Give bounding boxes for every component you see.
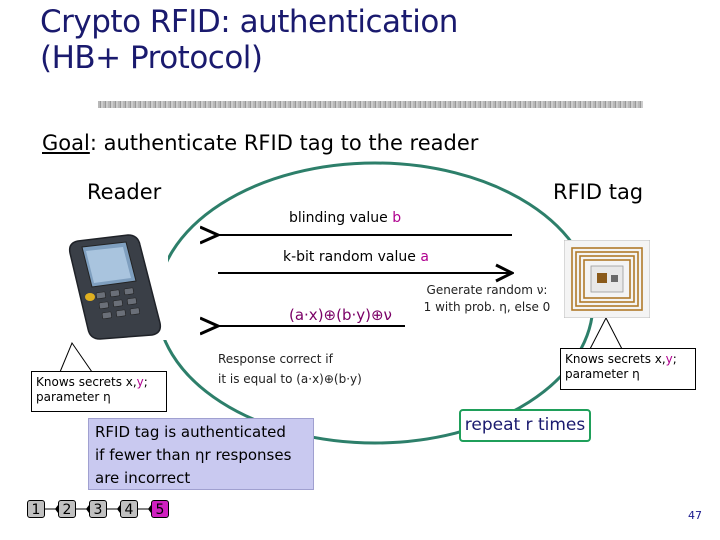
blinding-variable: b bbox=[392, 210, 402, 226]
repeat-box: repeat r times bbox=[459, 409, 591, 442]
result-line3: are incorrect bbox=[95, 469, 191, 487]
result-line2: if fewer than ηr responses bbox=[95, 446, 292, 464]
rfid-tag-label: RFID tag bbox=[553, 180, 644, 204]
rfid-reader-image bbox=[60, 233, 168, 340]
reader-secrets-text: Knows secrets x, bbox=[36, 375, 137, 389]
response-check-line1: Response correct if bbox=[218, 352, 333, 366]
step-2[interactable]: 2 bbox=[58, 500, 76, 518]
random-variable: a bbox=[420, 249, 429, 265]
slide-title-line1: Crypto RFID: authentication bbox=[40, 4, 458, 40]
reader-label: Reader bbox=[87, 180, 162, 204]
response-check-note: Response correct if it is equal to (a·x)… bbox=[218, 349, 378, 389]
tag-secret-y: y bbox=[665, 352, 673, 366]
message-random-text: k-bit random value bbox=[283, 249, 421, 265]
tag-secrets-callout: Knows secrets x,y; parameter η bbox=[560, 348, 696, 390]
rfid-tag-image bbox=[564, 240, 650, 318]
generate-noise-line1: Generate random ν: bbox=[426, 283, 548, 297]
message-random: k-bit random value a bbox=[283, 249, 429, 265]
step-1[interactable]: 1 bbox=[27, 500, 45, 518]
generate-noise-note: Generate random ν: 1 with prob. η, else … bbox=[412, 282, 562, 316]
goal-text: : authenticate RFID tag to the reader bbox=[89, 131, 479, 155]
authentication-result-box: RFID tag is authenticated if fewer than … bbox=[88, 418, 314, 490]
reader-parameter-text: parameter η bbox=[36, 390, 111, 404]
reader-secret-y: y bbox=[136, 375, 144, 389]
result-line1: RFID tag is authenticated bbox=[95, 423, 286, 441]
title-divider bbox=[98, 101, 643, 108]
slide-title-line2: (HB+ Protocol) bbox=[40, 40, 263, 76]
generate-noise-line2: 1 with prob. η, else 0 bbox=[423, 300, 551, 314]
step-5[interactable]: 5 bbox=[151, 500, 169, 518]
page-number: 47 bbox=[688, 509, 702, 522]
goal-keyword: Goal bbox=[42, 131, 90, 155]
response-check-line2: it is equal to (a·x)⊕(b·y) bbox=[218, 372, 362, 386]
tag-parameter-text: parameter η bbox=[565, 367, 640, 381]
message-blinding: blinding value b bbox=[289, 210, 401, 226]
reader-secrets-callout: Knows secrets x,y; parameter η bbox=[31, 371, 167, 412]
tag-callout-tail bbox=[589, 316, 623, 350]
goal-statement: Goal: authenticate RFID tag to the reade… bbox=[42, 131, 478, 155]
reader-secrets-suffix: ; bbox=[143, 375, 148, 389]
tag-secrets-suffix: ; bbox=[672, 352, 677, 366]
step-3[interactable]: 3 bbox=[89, 500, 107, 518]
reader-callout-tail bbox=[59, 341, 93, 373]
message-blinding-text: blinding value bbox=[289, 210, 393, 226]
tag-secrets-text: Knows secrets x, bbox=[565, 352, 666, 366]
slide-title: Crypto RFID: authentication (HB+ Protoco… bbox=[40, 4, 640, 76]
message-response: (a·x)⊕(b·y)⊕ν bbox=[289, 306, 392, 324]
step-4[interactable]: 4 bbox=[120, 500, 138, 518]
